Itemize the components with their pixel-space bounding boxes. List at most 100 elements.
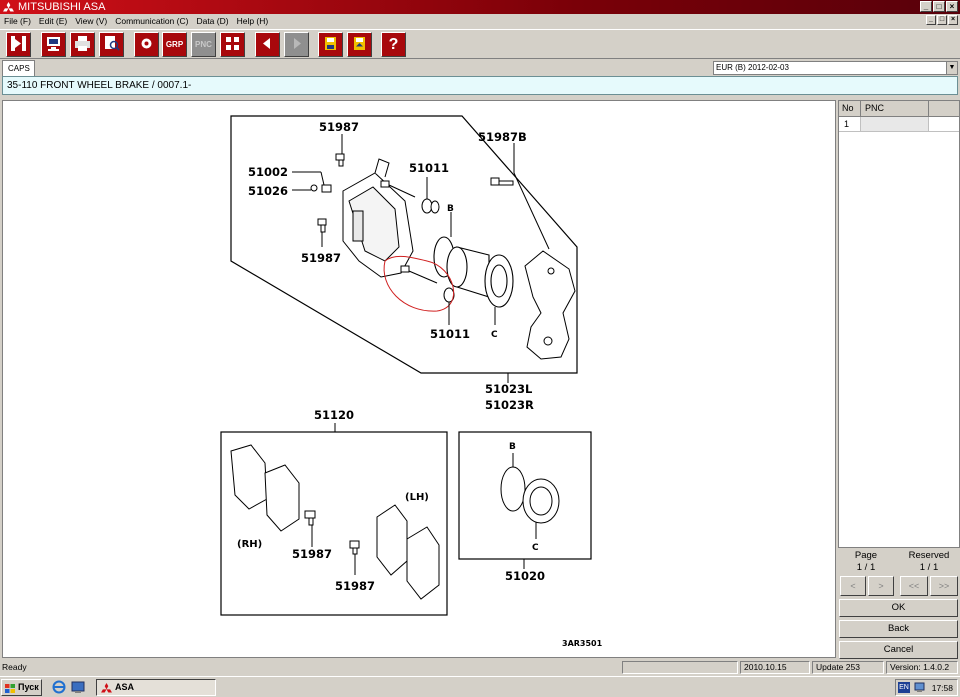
callout-51023r[interactable]: 51023R [485,398,534,412]
printer-icon [74,35,91,55]
status-empty-cell [622,661,738,674]
catalog-dropdown[interactable]: EUR (B) 2012-02-03 ▼ [713,61,958,75]
callout-51987-top[interactable]: 51987 [319,120,359,134]
menu-data[interactable]: Data (D) [196,16,229,26]
bolt-51987-top[interactable] [335,153,345,167]
previous-button[interactable] [255,32,280,57]
next-button[interactable] [284,32,309,57]
label-lh: (LH) [405,492,429,503]
toolbar: GRP PNC ? [0,29,960,59]
grp-label: GRP [165,40,184,49]
page-label: Page [854,550,878,561]
callout-51987b[interactable]: 51987B [478,130,527,144]
load-button[interactable] [347,32,372,57]
pnc-grid: No PNC 1 [838,100,960,548]
close-button[interactable]: × [946,1,958,12]
prev-page-button[interactable]: < [840,576,866,596]
callout-51011-top[interactable]: 51011 [409,161,449,175]
mdi-minimize-button[interactable]: _ [926,15,936,25]
brake-pad-rh-inner[interactable] [264,464,300,532]
row-no: 1 [839,117,861,131]
bolt-51987b[interactable] [490,177,514,186]
callout-c-kit[interactable]: C [532,543,539,553]
bolt-51002[interactable] [321,184,332,193]
print-button[interactable] [70,32,95,57]
menu-communication[interactable]: Communication (C) [115,16,189,26]
bolt-51987-left[interactable] [317,218,327,233]
callout-51002[interactable]: 51002 [248,165,288,179]
cancel-button[interactable]: Cancel [839,641,958,659]
menu-view[interactable]: View (V) [75,16,108,26]
menu-file[interactable]: File (F) [4,16,31,26]
menu-edit[interactable]: Edit (E) [38,16,68,26]
title-bar: MITSUBISHI ASA _ □ × [0,0,960,14]
monitor-icon [45,35,62,55]
menu-bar: File (F) Edit (E) View (V) Communication… [0,14,960,28]
callout-51987-pad1[interactable]: 51987 [292,547,332,561]
parts-diagram[interactable]: 51987 51987B 51002 51026 51011 51987 510… [2,100,836,658]
callout-51987-left[interactable]: 51987 [301,251,341,265]
save-button[interactable] [318,32,343,57]
boot-51011-top[interactable] [421,198,440,214]
callout-51011-bottom[interactable]: 51011 [430,327,470,341]
first-reserved-button[interactable]: << [900,576,928,596]
column-pnc[interactable]: PNC [861,101,929,116]
brake-pad-lh-outer[interactable] [376,504,408,576]
callout-c-top[interactable]: C [491,330,498,340]
print-preview-icon [103,35,120,55]
callout-51026[interactable]: 51026 [248,184,288,198]
pnc-button[interactable]: PNC [191,32,216,57]
callout-51023l[interactable]: 51023L [485,382,533,396]
desktop-icon[interactable] [71,680,85,694]
status-date: 2010.10.15 [740,661,810,674]
exit-button[interactable] [6,32,31,57]
callout-b-kit[interactable]: B [509,442,516,452]
ok-button[interactable]: OK [839,599,958,617]
minimize-button[interactable]: _ [920,1,932,12]
callout-51987-pad2[interactable]: 51987 [335,579,375,593]
taskbar-asa-label: ASA [115,682,135,692]
catalog-select-button[interactable] [41,32,66,57]
tab-row: CAPS EUR (B) 2012-02-03 ▼ [0,60,960,76]
mdi-restore-button[interactable]: □ [937,15,947,25]
tab-caps[interactable]: CAPS [2,60,35,76]
help-button[interactable]: ? [381,32,406,57]
callout-b-top[interactable]: B [447,204,454,214]
network-icon[interactable] [914,682,925,695]
callout-51020[interactable]: 51020 [505,569,545,583]
menu-help[interactable]: Help (H) [236,16,269,26]
brake-pad-lh-inner[interactable] [406,526,440,600]
start-button[interactable]: Пуск [1,679,42,696]
print-preview-button[interactable] [99,32,124,57]
callout-51120[interactable]: 51120 [314,408,354,422]
bolt-pad-1[interactable] [304,510,316,526]
windows-flag-icon [5,683,15,693]
slide-pin-lower[interactable] [400,265,438,284]
status-ready: Ready [2,662,27,672]
next-page-button[interactable]: > [868,576,894,596]
catalog-dropdown-value: EUR (B) 2012-02-03 [716,63,789,72]
caliper-bracket[interactable] [524,250,576,360]
ie-icon[interactable] [52,680,66,694]
last-reserved-button[interactable]: >> [930,576,958,596]
bolt-pad-2[interactable] [349,540,360,555]
view-grid-button[interactable] [220,32,245,57]
mdi-close-button[interactable]: × [948,15,958,25]
back-button[interactable]: Back [839,620,958,638]
breadcrumb: 35-110 FRONT WHEEL BRAKE / 0007.1- [2,76,958,95]
column-no[interactable]: No [839,101,861,116]
taskbar-asa-button[interactable]: ASA [96,679,216,696]
slide-pin-upper[interactable] [380,180,416,198]
settings-button[interactable] [134,32,159,57]
caliper-body[interactable] [342,158,414,278]
maximize-button[interactable]: □ [933,1,945,12]
table-row[interactable]: 1 [839,117,959,132]
grp-button[interactable]: GRP [162,32,187,57]
bolt-51026[interactable] [310,184,318,192]
chevron-down-icon[interactable]: ▼ [946,62,957,74]
seal-kit-b[interactable] [500,466,526,512]
caliper-assembly-frame [230,115,578,374]
floppy-arrow-icon [351,35,368,55]
brake-pad-rh-outer[interactable] [230,444,268,510]
language-indicator[interactable]: EN [898,682,910,693]
